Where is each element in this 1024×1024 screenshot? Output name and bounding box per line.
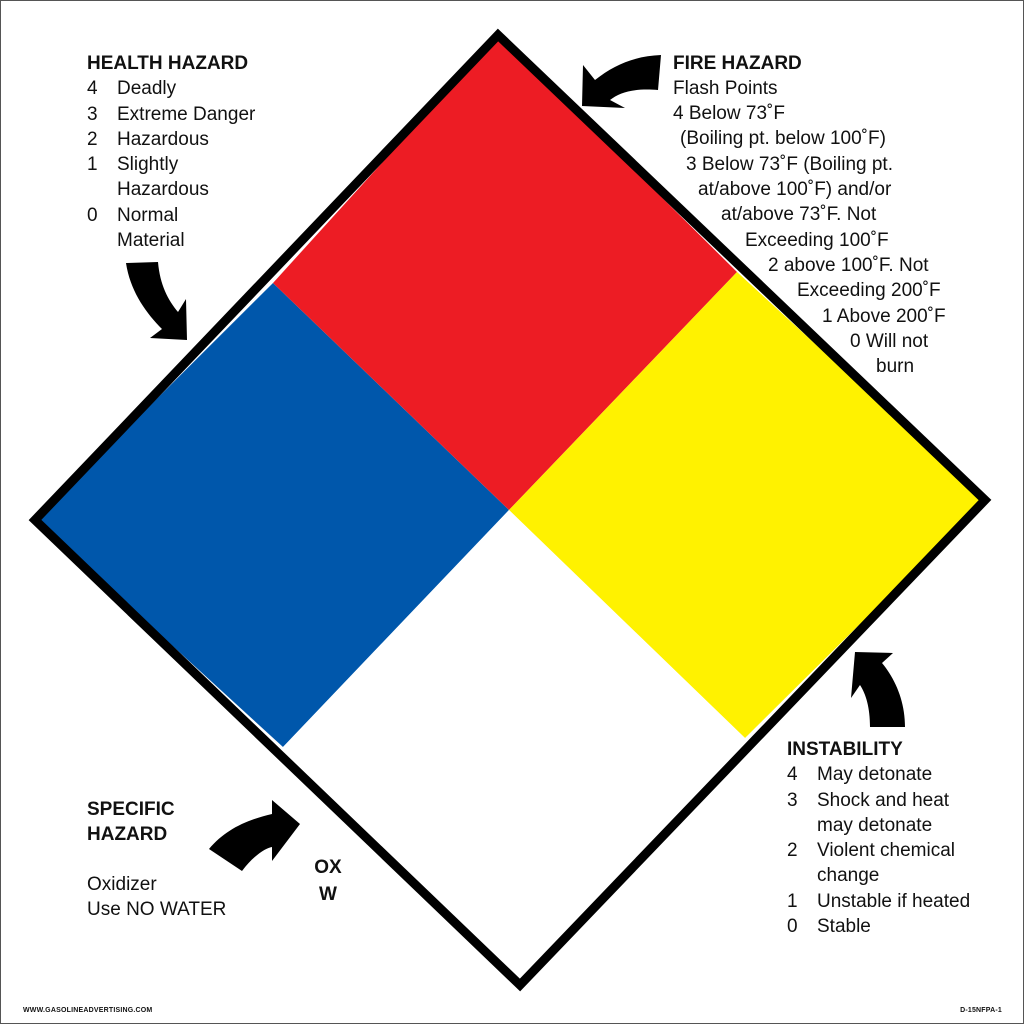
health-quadrant: [35, 283, 509, 747]
fire-line: Exceeding 200˚F: [797, 280, 941, 301]
specific-hazard-title-line2: HAZARD: [87, 824, 168, 846]
specific-hazard-line2: Use NO WATER: [87, 898, 227, 920]
special-code-ox: OX: [314, 857, 342, 878]
instability-title: INSTABILITY: [787, 739, 903, 760]
specific-arrow-icon: [209, 800, 300, 871]
fire-hazard-subtitle: Flash Points: [673, 78, 778, 99]
footer-part-number: D-15NFPA-1: [960, 1007, 1002, 1014]
fire-quadrant: [273, 35, 737, 510]
instability-item-3: 3 Shock and heat may detonate: [787, 789, 950, 836]
footer-website: WWW.GASOLINEADVERTISING.COM: [23, 1007, 153, 1014]
health-item-1: 1 Slightly Hazardous: [87, 154, 209, 201]
special-quadrant: [283, 510, 745, 985]
fire-line: 3 Below 73˚F (Boiling pt.: [686, 154, 893, 175]
instability-legend: INSTABILITY 4 May detonate 3 Shock and h…: [787, 737, 1007, 939]
special-code-w: W: [319, 884, 337, 905]
health-item-0: 0 Normal Material: [87, 204, 185, 252]
fire-line: Exceeding 100˚F: [745, 230, 889, 251]
fire-line: 1 Above 200˚F: [822, 306, 946, 327]
specific-hazard-line1: Oxidizer: [87, 873, 157, 895]
instability-item-0: 0 Stable: [787, 916, 871, 938]
health-item-2: 2 Hazardous: [87, 128, 209, 150]
fire-line: 2 above 100˚F. Not: [768, 255, 929, 276]
health-hazard-legend: HEALTH HAZARD 4 Deadly 3 Extreme Danger …: [87, 51, 287, 253]
instability-item-1: 1 Unstable if heated: [787, 890, 971, 912]
spacer: [87, 848, 287, 872]
fire-line: at/above 100˚F) and/or: [698, 179, 892, 200]
fire-line: (Boiling pt. below 100˚F): [680, 128, 886, 149]
instability-quadrant: [509, 272, 985, 738]
fire-line: 0 Will not: [850, 331, 929, 352]
fire-line: burn: [876, 356, 915, 377]
fire-line: at/above 73˚F. Not: [721, 204, 877, 225]
health-item-4: 4 Deadly: [87, 78, 177, 100]
specific-hazard-title-line1: SPECIFIC: [87, 799, 175, 820]
instability-arrow-icon: [851, 652, 905, 727]
instability-item-2: 2 Violent chemical change: [787, 840, 956, 887]
health-arrow-icon: [126, 262, 187, 340]
fire-line: 4 Below 73˚F: [673, 103, 785, 124]
instability-item-4: 4 May detonate: [787, 764, 933, 786]
health-hazard-title: HEALTH HAZARD: [87, 53, 249, 74]
fire-hazard-title: FIRE HAZARD: [673, 53, 802, 74]
fire-arrow-icon: [582, 55, 661, 108]
health-item-3: 3 Extreme Danger: [87, 103, 256, 125]
diamond-outline: [28, 28, 992, 992]
specific-hazard-legend: SPECIFIC HAZARD Oxidizer Use NO WATER: [87, 797, 287, 922]
